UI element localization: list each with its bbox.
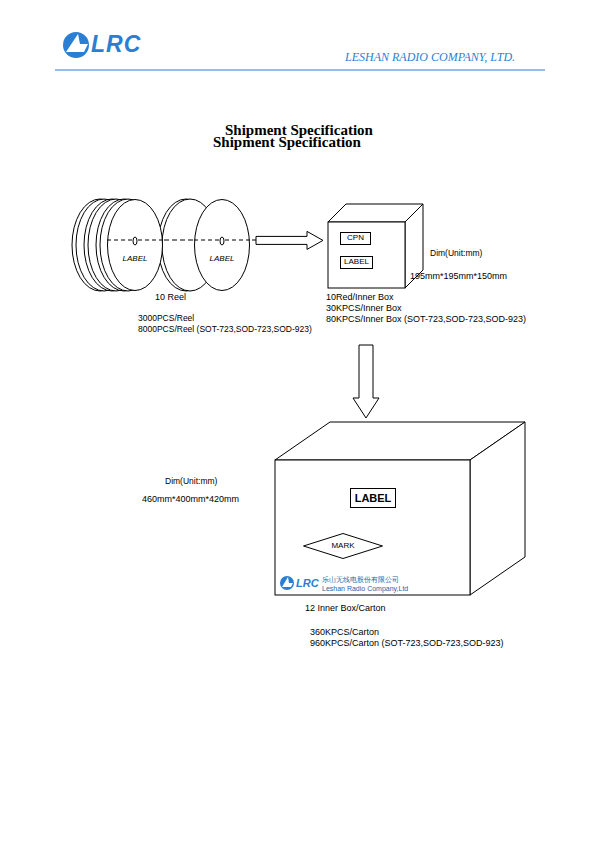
header-logo-icon [63, 32, 89, 58]
quantity-note: 3000PCS/Reel [138, 314, 194, 324]
reel-outline [194, 199, 250, 291]
label-box: LABEL [350, 488, 396, 508]
cpn-box: CPN [340, 232, 371, 245]
dimension: 460mm*400mm*420mm [142, 494, 239, 504]
reel-disc [108, 200, 163, 291]
quantity-note: 10 Reel [155, 292, 186, 302]
reel-axis [138, 240, 163, 241]
reel-hub [220, 237, 224, 245]
dimension: 195mm*195mm*150mm [410, 271, 507, 281]
caption: 960KPCS/Carton (SOT-723,SOD-723,SOD-923) [310, 639, 504, 649]
diamond-border [304, 534, 383, 559]
reel-outline [107, 199, 163, 291]
company-name: Leshan Radio Company,Ltd [322, 585, 408, 593]
box-text: CPN [347, 234, 364, 243]
dimension-unit: Dim(Unit:mm) [165, 477, 217, 487]
label-box: LABEL [340, 256, 373, 269]
reel-axis [107, 240, 132, 241]
caption: 30KPCS/Inner Box [326, 304, 402, 314]
mark-diamond: MARK [303, 533, 383, 559]
reel-disc [195, 200, 250, 291]
reel: LABEL [107, 199, 163, 291]
title-echo: Shipment Specification [213, 134, 361, 151]
box-text: LABEL [355, 492, 392, 504]
caption: 12 Inner Box/Carton [305, 604, 386, 614]
box-text: LABEL [210, 255, 235, 264]
flow-arrow [256, 231, 323, 249]
caption: 80KPCS/Inner Box (SOT-723,SOD-723,SOD-92… [326, 315, 526, 325]
reel-hub [133, 237, 137, 245]
reel-axis [225, 240, 250, 241]
carton-drawing [275, 422, 525, 595]
box-border [351, 489, 396, 508]
box-text: LABEL [344, 258, 369, 267]
inner-box-drawing [328, 204, 423, 288]
header-rule [55, 69, 545, 70]
logo-text: LRC [296, 577, 319, 590]
dimension-unit: Dim(Unit:mm) [430, 249, 482, 259]
box-text: MARK [331, 542, 354, 551]
reel: LABEL [194, 199, 250, 291]
quantity-note: 8000PCS/Reel (SOT-723,SOD-723,SOD-923) [138, 325, 312, 335]
logo-text: LRC [91, 31, 141, 57]
reel-axis [194, 240, 219, 241]
box-text: LABEL [123, 255, 148, 264]
caption: 10Red/Inner Box [326, 293, 394, 303]
caption: 360KPCS/Carton [310, 628, 379, 638]
box-border [341, 233, 371, 245]
company-name: LESHAN RADIO COMPANY, LTD. [345, 51, 515, 65]
carton-logo-icon [280, 576, 294, 590]
inner-box: CPN LABEL 10Red/Inner Box30KPCS/Inner Box8… [326, 200, 531, 336]
carton: LABEL MARK 12 Inner Box/Carton 360KPCS/Cart… [275, 420, 527, 652]
flow-arrow [353, 345, 379, 418]
company-name: 乐山无线电股份有限公司 [322, 576, 399, 584]
box-border [341, 257, 373, 269]
